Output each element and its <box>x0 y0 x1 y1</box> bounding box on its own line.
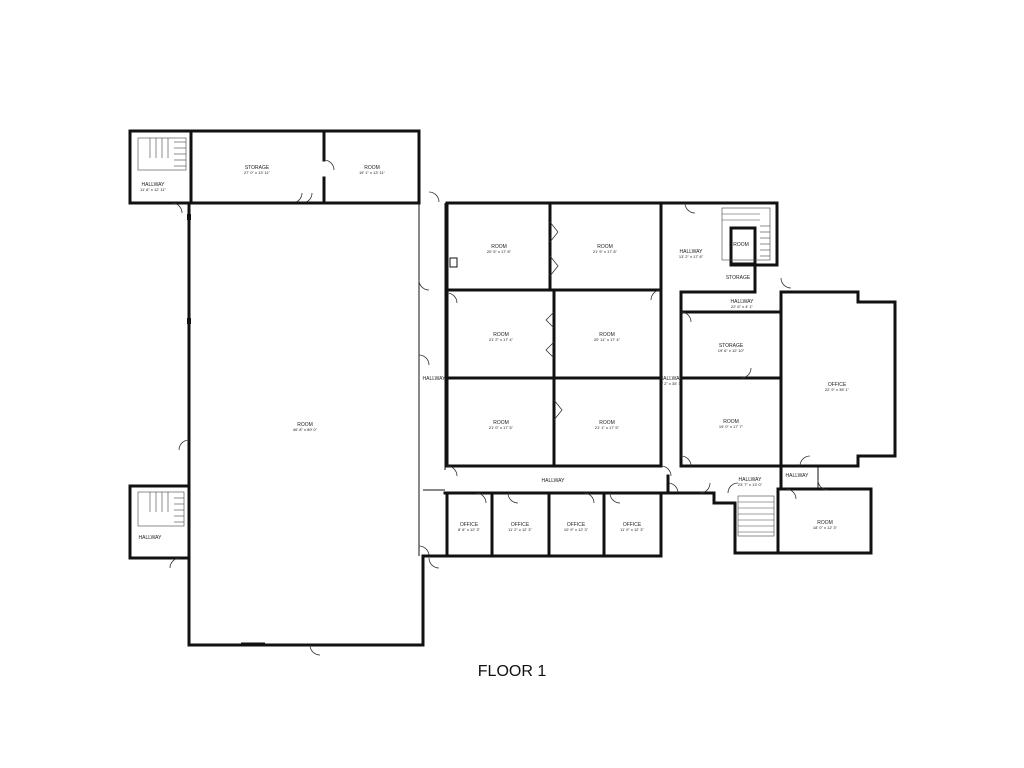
door-grid-1 <box>549 221 559 243</box>
label-hallway-mid-narrow: HALLWAY <box>660 376 684 382</box>
label-office-4: OFFICE <box>623 522 642 528</box>
dims-room-r3a: 21' 0" x 17' 5" <box>489 425 514 430</box>
door-se-3 <box>785 488 797 500</box>
door-office-3 <box>583 492 595 504</box>
door-vh-3 <box>418 354 430 366</box>
office-east-walls <box>779 290 897 468</box>
dims-room-north: 19' 1" x 13' 11" <box>359 170 386 175</box>
door-grid-3 <box>545 311 555 329</box>
door-main-south <box>309 644 321 656</box>
door-vh-5 <box>428 557 440 569</box>
door-east-2 <box>740 367 752 379</box>
label-hallway-se2: HALLWAY <box>786 473 810 479</box>
stairs-sw <box>137 491 185 527</box>
dims-room-main: 46' 8" x 89' 0" <box>293 427 318 432</box>
dims-office-3: 10' 9" x 12' 3" <box>564 527 589 532</box>
stairs-nw <box>137 137 187 171</box>
label-hallway-nw: HALLWAY <box>142 182 166 188</box>
label-room-r1b: ROOM <box>597 244 613 250</box>
label-storage-east: STORAGE <box>719 343 744 349</box>
door-office-4 <box>609 492 621 504</box>
door-nw <box>171 202 183 214</box>
room-labels: HALLWAY 11' 6" x 12' 11" STORAGE 27' 0" … <box>139 165 850 541</box>
dims-office-east: 22' 9" x 35' 1" <box>825 387 850 392</box>
door-grid-8 <box>446 465 458 477</box>
door-main-west <box>178 439 190 451</box>
dims-hallway-ne: 13' 2" x 17' 8" <box>679 254 704 259</box>
room-grid <box>445 201 672 477</box>
dims-room-r1b: 21' 9" x 17' 8" <box>593 249 618 254</box>
door-vh-2 <box>418 279 430 291</box>
label-office-2: OFFICE <box>511 522 530 528</box>
door-east-1 <box>680 311 692 323</box>
dims-office-4: 11' 0" x 12' 3" <box>620 527 644 532</box>
sw-hallway <box>128 484 191 569</box>
main-room-walls <box>178 201 425 656</box>
label-hallway-ne: HALLWAY <box>680 249 704 255</box>
door-east-3 <box>680 455 692 467</box>
door-office-2 <box>507 492 519 504</box>
door-ne-2 <box>780 277 792 289</box>
label-room-r3a: ROOM <box>493 420 509 426</box>
door-room-north <box>323 159 335 171</box>
label-hallway-ne2: HALLWAY <box>731 299 755 305</box>
label-room-r1a: ROOM <box>491 244 507 250</box>
dims-office-2: 11' 2" x 12' 3" <box>508 527 532 532</box>
dims-hallway-mid-narrow: 4' 2" x 35' 1" <box>660 381 683 386</box>
label-office-1: OFFICE <box>460 522 479 528</box>
vertical-hallway <box>418 191 446 569</box>
label-hallway-horizontal: HALLWAY <box>542 478 566 484</box>
dims-room-r3b: 21' 1" x 17' 5" <box>595 425 620 430</box>
label-room-east: ROOM <box>723 419 739 425</box>
dims-office-1: 8' 6" x 12' 3" <box>458 527 481 532</box>
dims-room-se: 18' 0" x 12' 3" <box>813 525 838 530</box>
dims-room-east: 19' 0" x 17' 7" <box>719 424 744 429</box>
dims-storage-north: 27' 0" x 13' 11" <box>244 170 271 175</box>
door-vh-1 <box>428 191 440 203</box>
ne-block <box>659 201 792 468</box>
east-block <box>679 290 783 468</box>
dims-hallway-nw: 11' 6" x 12' 11" <box>140 187 166 192</box>
door-sw <box>169 557 181 569</box>
stairs-ne <box>721 207 771 261</box>
label-hallway-vertical: HALLWAY <box>423 376 447 382</box>
door-office-east <box>799 455 811 467</box>
door-grid-5 <box>553 399 563 421</box>
door-grid-2 <box>549 255 559 277</box>
door-grid-6 <box>446 292 458 304</box>
dims-room-r2a: 21' 2" x 17' 4" <box>489 337 514 342</box>
door-office-1 <box>475 492 487 504</box>
label-storage-north: STORAGE <box>245 165 270 171</box>
label-office-east: OFFICE <box>828 382 847 388</box>
label-storage-small-ne: STORAGE <box>726 275 751 281</box>
door-se-4 <box>817 479 829 491</box>
label-room-r2a: ROOM <box>493 332 509 338</box>
label-room-small-ne: ROOM <box>733 242 749 248</box>
sink-icon <box>449 257 458 268</box>
door-ne-1 <box>684 202 696 214</box>
label-room-north: ROOM <box>364 165 380 171</box>
door-se-2 <box>727 482 739 494</box>
se-block <box>666 464 873 555</box>
label-room-r3b: ROOM <box>599 420 615 426</box>
dims-storage-east: 19' 6" x 12' 10" <box>718 348 745 353</box>
label-hallway-sw: HALLWAY <box>139 535 163 541</box>
floor-title: FLOOR 1 <box>478 663 547 680</box>
label-hallway-se: HALLWAY <box>739 477 763 483</box>
label-office-3: OFFICE <box>567 522 586 528</box>
door-se-1 <box>699 482 711 494</box>
label-room-main: ROOM <box>297 422 313 428</box>
dims-hallway-ne2: 22' 6" x 4' 1" <box>731 304 754 309</box>
label-room-se: ROOM <box>817 520 833 526</box>
label-room-r2b: ROOM <box>599 332 615 338</box>
dims-room-r1a: 20' 5" x 17' 8" <box>487 249 512 254</box>
south-block <box>421 482 679 558</box>
dims-hallway-se: 23' 7" x 13' 0" <box>738 482 763 487</box>
door-grid-4 <box>545 341 555 359</box>
dims-room-r2b: 20' 11" x 17' 4" <box>594 337 621 342</box>
stairs-se <box>737 495 775 537</box>
